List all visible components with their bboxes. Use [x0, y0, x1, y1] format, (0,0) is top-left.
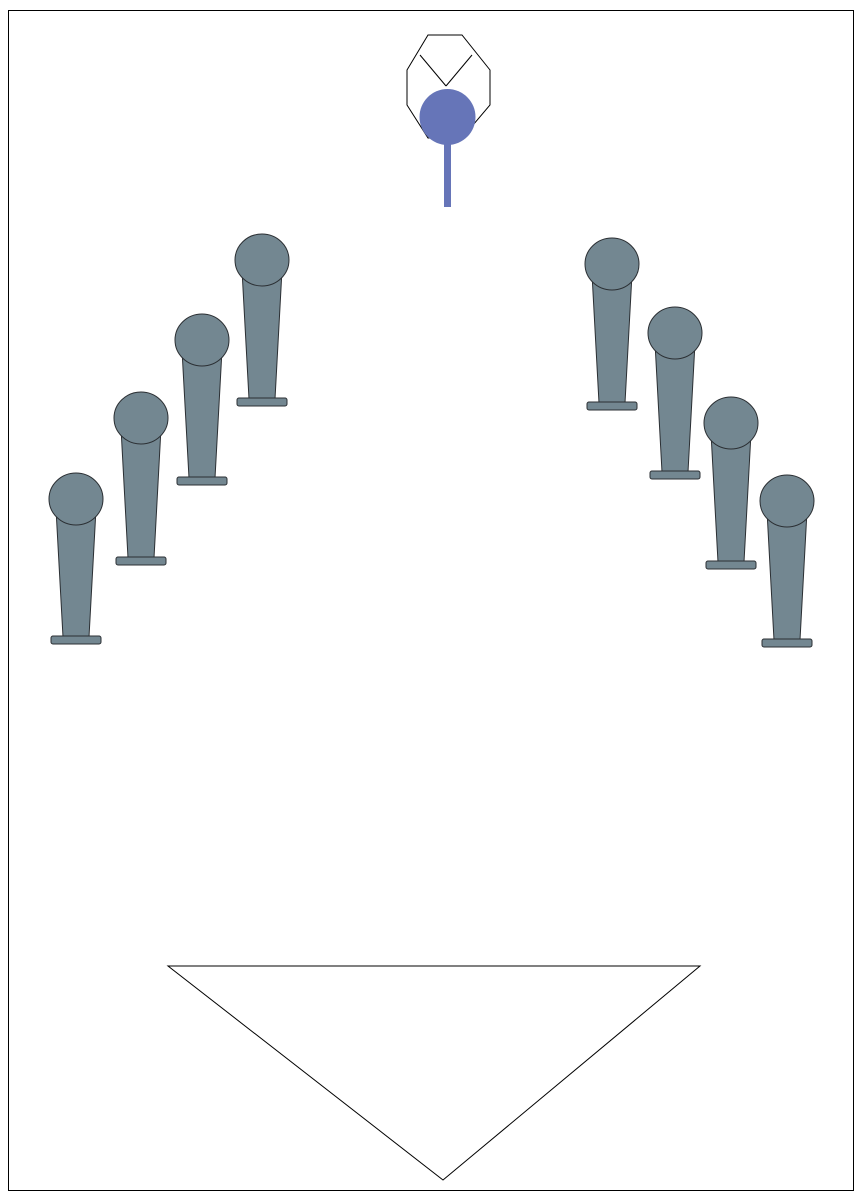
pin-figure-base [587, 402, 637, 410]
pin-figure-body [592, 274, 632, 403]
pin-figure-base [650, 471, 700, 479]
pin-figure-body [655, 343, 695, 472]
microphone-head [420, 89, 476, 145]
pin-figure-head [235, 234, 289, 286]
pin-figure-body [56, 509, 96, 637]
pin-figure-base [706, 561, 756, 569]
microphone-stem [444, 135, 451, 207]
pin-figure-base [237, 398, 287, 406]
pin-figure-head [175, 314, 229, 366]
pin-figure-head [585, 238, 639, 290]
pin-figure-body [121, 428, 161, 558]
pin-figure-base [51, 636, 101, 644]
page-frame [9, 11, 854, 1191]
pin-figure-head [114, 392, 168, 444]
pin-figure-body [182, 350, 222, 478]
pin-figure-base [177, 477, 227, 485]
pin-figure-body [242, 270, 282, 399]
pin-figure-head [760, 475, 814, 527]
pin-figure-head [704, 397, 758, 449]
pin-figure-base [762, 639, 812, 647]
pin-figure-base [116, 557, 166, 565]
pin-figure-head [648, 307, 702, 359]
pin-figure-body [767, 511, 807, 640]
pin-figure-body [711, 433, 751, 562]
pin-figure-head [49, 473, 103, 525]
